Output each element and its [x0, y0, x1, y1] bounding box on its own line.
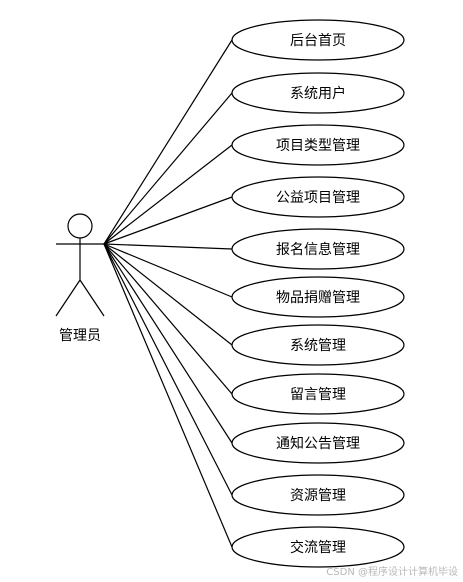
- use-case-ellipse: [231, 526, 405, 568]
- use-case-label: 报名信息管理: [276, 241, 360, 258]
- use-case-label: 后台首页: [290, 33, 346, 49]
- association-line: [103, 39, 233, 245]
- use-case-ellipse: [231, 124, 405, 166]
- use-case: 项目类型管理: [231, 124, 405, 166]
- use-case-ellipse: [231, 474, 405, 516]
- use-case-label: 公益项目管理: [276, 190, 360, 206]
- use-case-label: 交流管理: [290, 539, 346, 556]
- use-case-label: 资源管理: [290, 488, 346, 504]
- actor-left-leg: [55, 279, 81, 317]
- use-case: 物品捐赠管理: [231, 276, 405, 318]
- use-case-ellipse: [231, 228, 405, 270]
- association-line: [103, 92, 233, 245]
- association-line: [103, 144, 233, 245]
- use-case-label: 留言管理: [290, 387, 346, 403]
- use-case: 资源管理: [231, 474, 405, 516]
- association-line: [103, 243, 233, 250]
- association-line: [103, 243, 233, 395]
- actor-right-leg: [79, 279, 105, 317]
- use-case-ellipse: [231, 276, 405, 318]
- association-line: [103, 243, 233, 346]
- use-case-ellipse: [231, 324, 405, 366]
- watermark: CSDN @程序设计计算机毕设: [326, 565, 458, 578]
- use-case-label: 通知公告管理: [276, 435, 360, 452]
- association-line: [103, 243, 233, 548]
- association-line: [103, 196, 233, 245]
- stick-figure-icon: [55, 213, 105, 317]
- use-case: 通知公告管理: [231, 422, 405, 464]
- use-case: 交流管理: [231, 526, 405, 568]
- use-case: 后台首页: [231, 19, 405, 61]
- use-case-ellipse: [231, 373, 405, 415]
- use-case-ellipse: [231, 19, 405, 61]
- use-case-label: 项目类型管理: [276, 138, 360, 154]
- association-line: [103, 243, 233, 298]
- association-line: [103, 243, 233, 496]
- use-case-ellipse: [231, 72, 405, 114]
- use-case: 报名信息管理: [231, 228, 405, 270]
- use-case: 系统管理: [231, 324, 405, 366]
- actor-head: [67, 213, 93, 239]
- actor: 管理员: [55, 213, 105, 344]
- use-case-label: 物品捐赠管理: [276, 290, 360, 306]
- use-case-ellipse: [231, 176, 405, 218]
- use-case-label: 系统管理: [290, 338, 346, 354]
- use-case-ellipse: [231, 422, 405, 464]
- association-line: [103, 243, 233, 444]
- association-lines: [103, 39, 233, 548]
- use-case: 留言管理: [231, 373, 405, 415]
- use-case-label: 系统用户: [290, 85, 346, 102]
- use-case: 系统用户: [231, 72, 405, 114]
- actor-label: 管理员: [59, 328, 101, 344]
- use-case: 公益项目管理: [231, 176, 405, 218]
- use-case-list: 后台首页系统用户项目类型管理公益项目管理报名信息管理物品捐赠管理系统管理留言管理…: [231, 19, 405, 568]
